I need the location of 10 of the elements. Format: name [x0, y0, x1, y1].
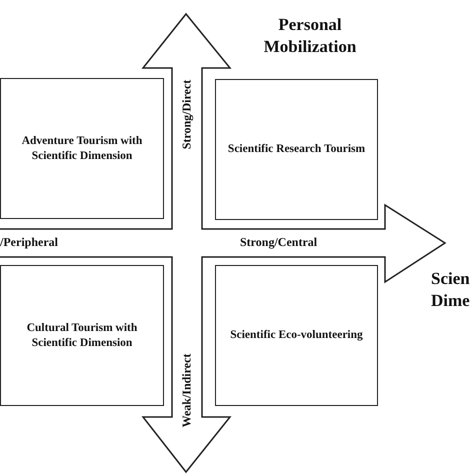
- quadrant-box: Cultural Tourism with Scientific Dimension: [0, 265, 164, 406]
- axis-label: Strong/Central: [240, 234, 318, 251]
- quadrant-box: Scientific Research Tourism: [215, 79, 378, 220]
- quadrant-box: Adventure Tourism with Scientific Dimension: [0, 78, 164, 219]
- axis-label: Scien Dime: [431, 268, 471, 312]
- axis-label: Weak/Indirect: [178, 353, 194, 427]
- axis-label: Personal Mobilization: [262, 14, 358, 58]
- axis-label: Strong/Direct: [178, 79, 194, 149]
- axis-label: /Peripheral: [0, 234, 58, 251]
- quadrant-box: Scientific Eco-volunteering: [215, 265, 378, 406]
